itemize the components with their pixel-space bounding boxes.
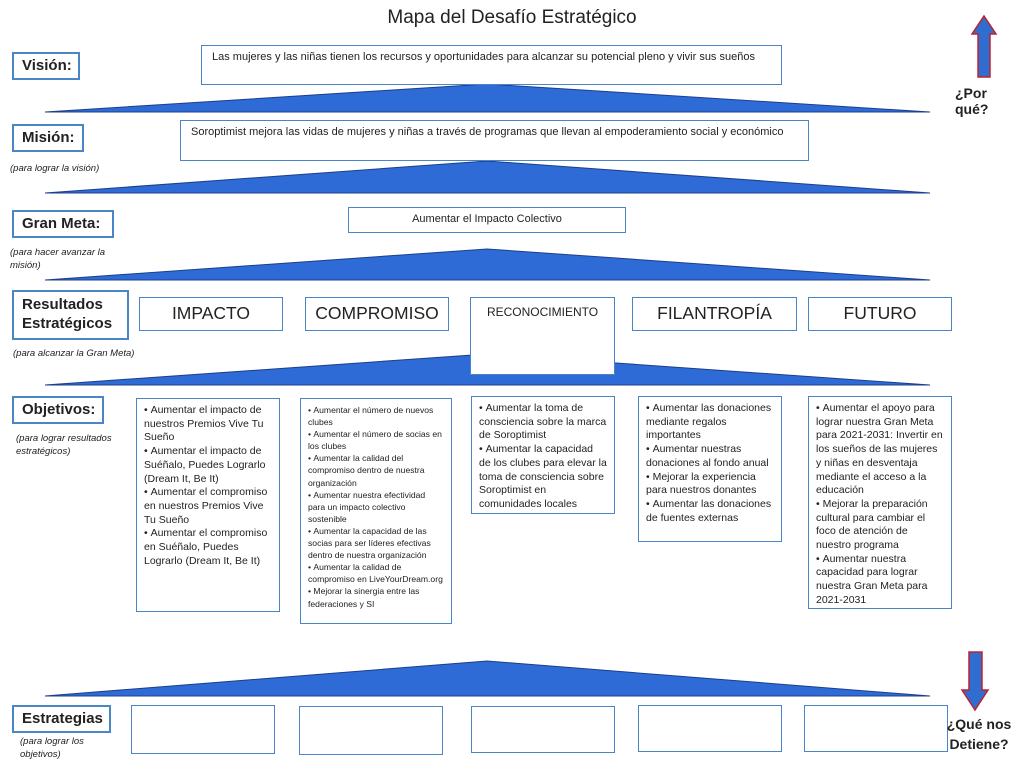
resultado-impacto: IMPACTO bbox=[139, 297, 283, 331]
pyramid-band-vision bbox=[44, 83, 931, 113]
objective-item: Aumentar nuestra efectividad para un imp… bbox=[308, 489, 444, 525]
objective-item: Mejorar la experiencia para nuestros don… bbox=[646, 471, 774, 498]
estrategia-box-3 bbox=[471, 706, 615, 753]
estrategias-note: (para lograr los objetivos) bbox=[20, 736, 84, 760]
objetivos-futuro: Aumentar el apoyo para lograr nuestra Gr… bbox=[808, 396, 952, 609]
objective-item: Aumentar nuestras donaciones al fondo an… bbox=[646, 443, 774, 470]
objective-item: Aumentar la capacidad de las socias para… bbox=[308, 525, 444, 561]
objective-item: Aumentar el número de nuevos clubes bbox=[308, 404, 444, 428]
objective-item: Aumentar las donaciones de fuentes exter… bbox=[646, 498, 774, 525]
page-title: Mapa del Desafío Estratégico bbox=[387, 7, 637, 28]
arrow-up-icon bbox=[970, 14, 998, 78]
estrategia-box-4 bbox=[638, 705, 782, 752]
objetivos-filantropia: Aumentar las donaciones mediante regalos… bbox=[638, 396, 782, 542]
que-nos-detiene-label: ¿Qué nos Detiene? bbox=[946, 716, 1012, 752]
mision-note: (para lograr la visión) bbox=[10, 163, 100, 174]
objective-item: Aumentar el impacto de Suéñalo, Puedes L… bbox=[144, 445, 272, 486]
estrategia-box-1 bbox=[131, 705, 275, 754]
gran-meta-label: Gran Meta: bbox=[12, 210, 114, 238]
objetivos-reconocimiento: Aumentar la toma de consciencia sobre la… bbox=[471, 396, 615, 514]
resultado-futuro: FUTURO bbox=[808, 297, 952, 331]
objective-item: Aumentar el apoyo para lograr nuestra Gr… bbox=[816, 402, 944, 498]
vision-text: Las mujeres y las niñas tienen los recur… bbox=[201, 45, 782, 85]
resultado-compromiso: COMPROMISO bbox=[305, 297, 449, 331]
gran-meta-note: (para hacer avanzar la misión) bbox=[10, 247, 106, 271]
objective-item: Aumentar el compromiso en nuestros Premi… bbox=[144, 486, 272, 527]
resultado-filantropia: FILANTROPÍA bbox=[632, 297, 797, 331]
resultados-label: Resultados Estratégicos bbox=[12, 290, 129, 340]
pyramid-band-mision bbox=[44, 160, 931, 194]
objective-item: Aumentar el impacto de nuestros Premios … bbox=[144, 404, 272, 445]
objetivos-note: (para lograr resultados estratégicos) bbox=[16, 433, 112, 457]
estrategia-box-2 bbox=[299, 706, 443, 755]
objective-item: Aumentar las donaciones mediante regalos… bbox=[646, 402, 774, 443]
objetivos-compromiso: Aumentar el número de nuevos clubesAumen… bbox=[300, 398, 452, 624]
objective-item: Aumentar el compromiso en Suéñalo, Puede… bbox=[144, 527, 272, 568]
objective-item: Aumentar la calidad de compromiso en Liv… bbox=[308, 561, 444, 585]
pyramid-band-estrategias bbox=[44, 660, 931, 697]
objective-item: Aumentar la calidad del compromiso dentr… bbox=[308, 452, 444, 488]
objective-item: Aumentar el número de socias en los club… bbox=[308, 428, 444, 452]
gran-meta-text: Aumentar el Impacto Colectivo bbox=[348, 207, 626, 233]
mision-text: Soroptimist mejora las vidas de mujeres … bbox=[180, 120, 809, 161]
objective-item: Mejorar la preparación cultural para cam… bbox=[816, 498, 944, 553]
vision-label: Visión: bbox=[12, 52, 80, 80]
objetivos-label: Objetivos: bbox=[12, 396, 104, 424]
arrow-down-icon bbox=[960, 651, 990, 712]
objective-item: Aumentar la toma de consciencia sobre la… bbox=[479, 402, 607, 443]
resultado-reconocimiento: RECONOCIMIENTO bbox=[470, 297, 615, 375]
estrategias-label: Estrategias bbox=[12, 705, 111, 733]
estrategia-box-5 bbox=[804, 705, 948, 752]
objetivos-impacto: Aumentar el impacto de nuestros Premios … bbox=[136, 398, 280, 612]
pyramid-band-gran-meta bbox=[44, 248, 931, 281]
objective-item: Mejorar la sinergia entre las federacion… bbox=[308, 585, 444, 609]
objective-item: Aumentar la capacidad de los clubes para… bbox=[479, 443, 607, 512]
resultados-note: (para alcanzar la Gran Meta) bbox=[13, 348, 135, 359]
mision-label: Misión: bbox=[12, 124, 84, 152]
objective-item: Aumentar nuestra capacidad para lograr n… bbox=[816, 553, 944, 608]
por-que-label: ¿Por qué? bbox=[955, 85, 989, 117]
